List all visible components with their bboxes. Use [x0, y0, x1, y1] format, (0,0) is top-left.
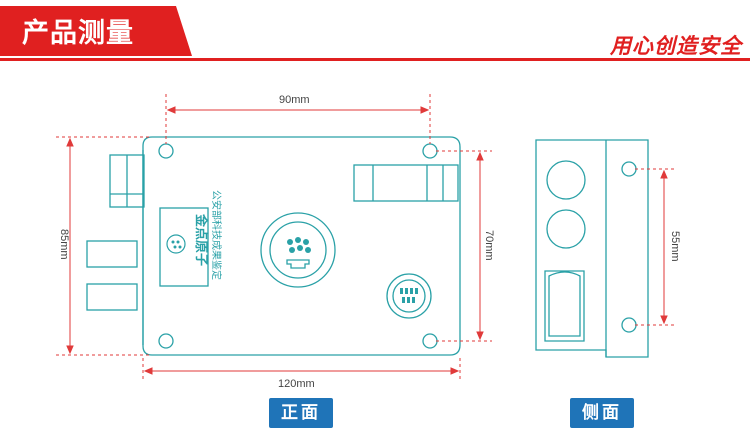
side-view	[535, 139, 649, 358]
side-view-badge: 侧面	[570, 398, 634, 428]
mount-hole-br	[422, 333, 438, 349]
title-tab-shape	[0, 6, 192, 56]
lock-cylinder-outer	[260, 212, 336, 288]
dim-side-label: 55mm	[669, 231, 681, 262]
header-bar: 产品测量 用心创造安全	[0, 0, 750, 62]
knob-keyhole-icon	[400, 288, 418, 303]
knob-inner	[392, 279, 426, 313]
side-hole-mid	[546, 209, 586, 249]
side-dimensions	[635, 168, 676, 326]
dim-right-label: 70mm	[483, 230, 495, 261]
dim-bottom-label: 120mm	[278, 378, 315, 390]
brand-logo-icon	[166, 234, 186, 254]
latch-upper	[86, 240, 138, 268]
brand-slogan: 用心创造安全	[610, 33, 742, 58]
dim-left-label: 85mm	[58, 229, 70, 260]
front-dimensions	[56, 94, 492, 382]
front-view	[86, 136, 461, 356]
side-body	[535, 139, 649, 358]
brand-name: 金点原子	[193, 213, 209, 266]
dim-top-label: 90mm	[279, 94, 310, 106]
page-title: 产品测量	[22, 18, 134, 49]
side-hole-top	[546, 160, 586, 200]
brand-plate	[159, 207, 209, 287]
deadbolt-right	[353, 164, 459, 202]
knob-outer	[386, 273, 432, 319]
side-mount-hole-bottom	[621, 317, 637, 333]
lock-cylinder-inner	[269, 221, 327, 279]
header-divider	[0, 58, 750, 61]
cylinder-keyhole-icon	[286, 237, 311, 269]
front-view-badge: 正面	[269, 398, 333, 428]
mount-hole-tr	[422, 143, 438, 159]
latch-lower	[86, 283, 138, 311]
side-mount-hole-top	[621, 161, 637, 177]
side-latch	[544, 270, 585, 342]
mount-hole-tl	[158, 143, 174, 159]
mount-hole-bl	[158, 333, 174, 349]
certification-text: 公安部科技成果鉴定	[210, 190, 223, 280]
lock-body	[142, 136, 461, 356]
